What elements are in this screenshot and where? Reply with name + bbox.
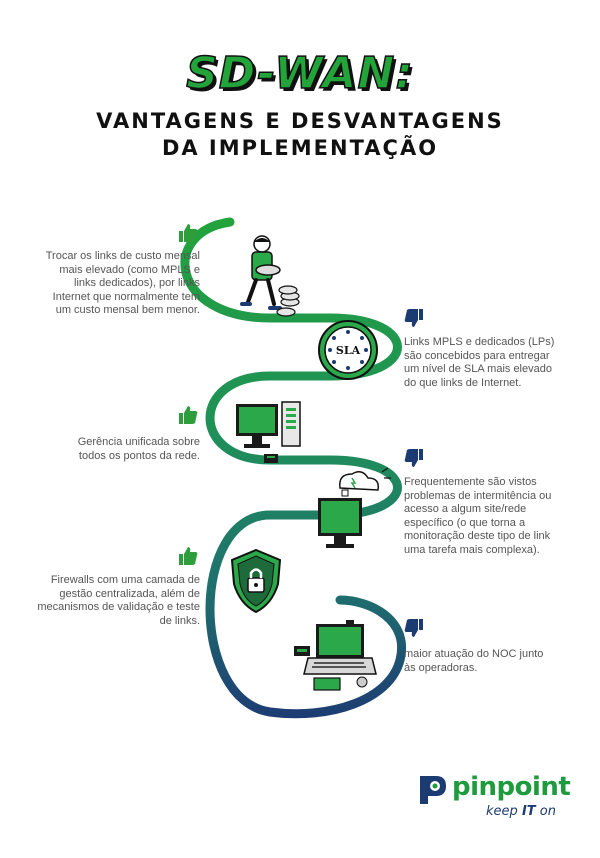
thumbs-up-icon (179, 224, 198, 242)
subtitle-line-2: DA IMPLEMENTAÇÃO (161, 136, 439, 160)
advantage-text-1: Trocar os links de custo mensal mais ele… (45, 250, 200, 316)
advantage-text-2: Gerência unificada sobre todos os pontos… (77, 436, 200, 462)
pinpoint-logo-icon (420, 776, 446, 804)
cloud-monitor-illustration (318, 467, 391, 548)
disadvantage-text-3: maior atuação do NOC junto às operadoras… (404, 648, 544, 674)
thumbs-down-icon (404, 449, 423, 467)
pinpoint-tagline: keep IT on (486, 804, 556, 819)
thumbs-up-icon (179, 406, 198, 424)
sla-label: SLA (336, 344, 361, 357)
laptop-devices-illustration (294, 620, 377, 691)
page-subtitle: VANTAGENS E DESVANTAGENS DA IMPLEMENTAÇÃ… (0, 108, 600, 162)
thumbs-down-icon (404, 309, 423, 327)
subtitle-line-1: VANTAGENS E DESVANTAGENS (96, 109, 504, 133)
sla-clock-illustration: SLA (318, 320, 378, 380)
thumbs-up-icon (179, 547, 198, 565)
page-title: SD-WAN: (185, 47, 414, 100)
desktop-computer-illustration (236, 401, 301, 463)
shield-lock-illustration (230, 548, 282, 614)
advantage-text-3: Firewalls com uma camada de gestão centr… (37, 574, 200, 627)
thumbs-down-icon (404, 619, 423, 637)
disadvantage-text-1: Links MPLS e dedicados (LPs) são concebi… (404, 336, 555, 389)
person-coins-illustration (240, 235, 300, 317)
pinpoint-logo: pinpoint keep IT on (416, 770, 571, 826)
disadvantage-text-2: Frequentemente são vistos problemas de i… (404, 476, 552, 556)
pinpoint-logo-word: pinpoint (452, 772, 571, 802)
